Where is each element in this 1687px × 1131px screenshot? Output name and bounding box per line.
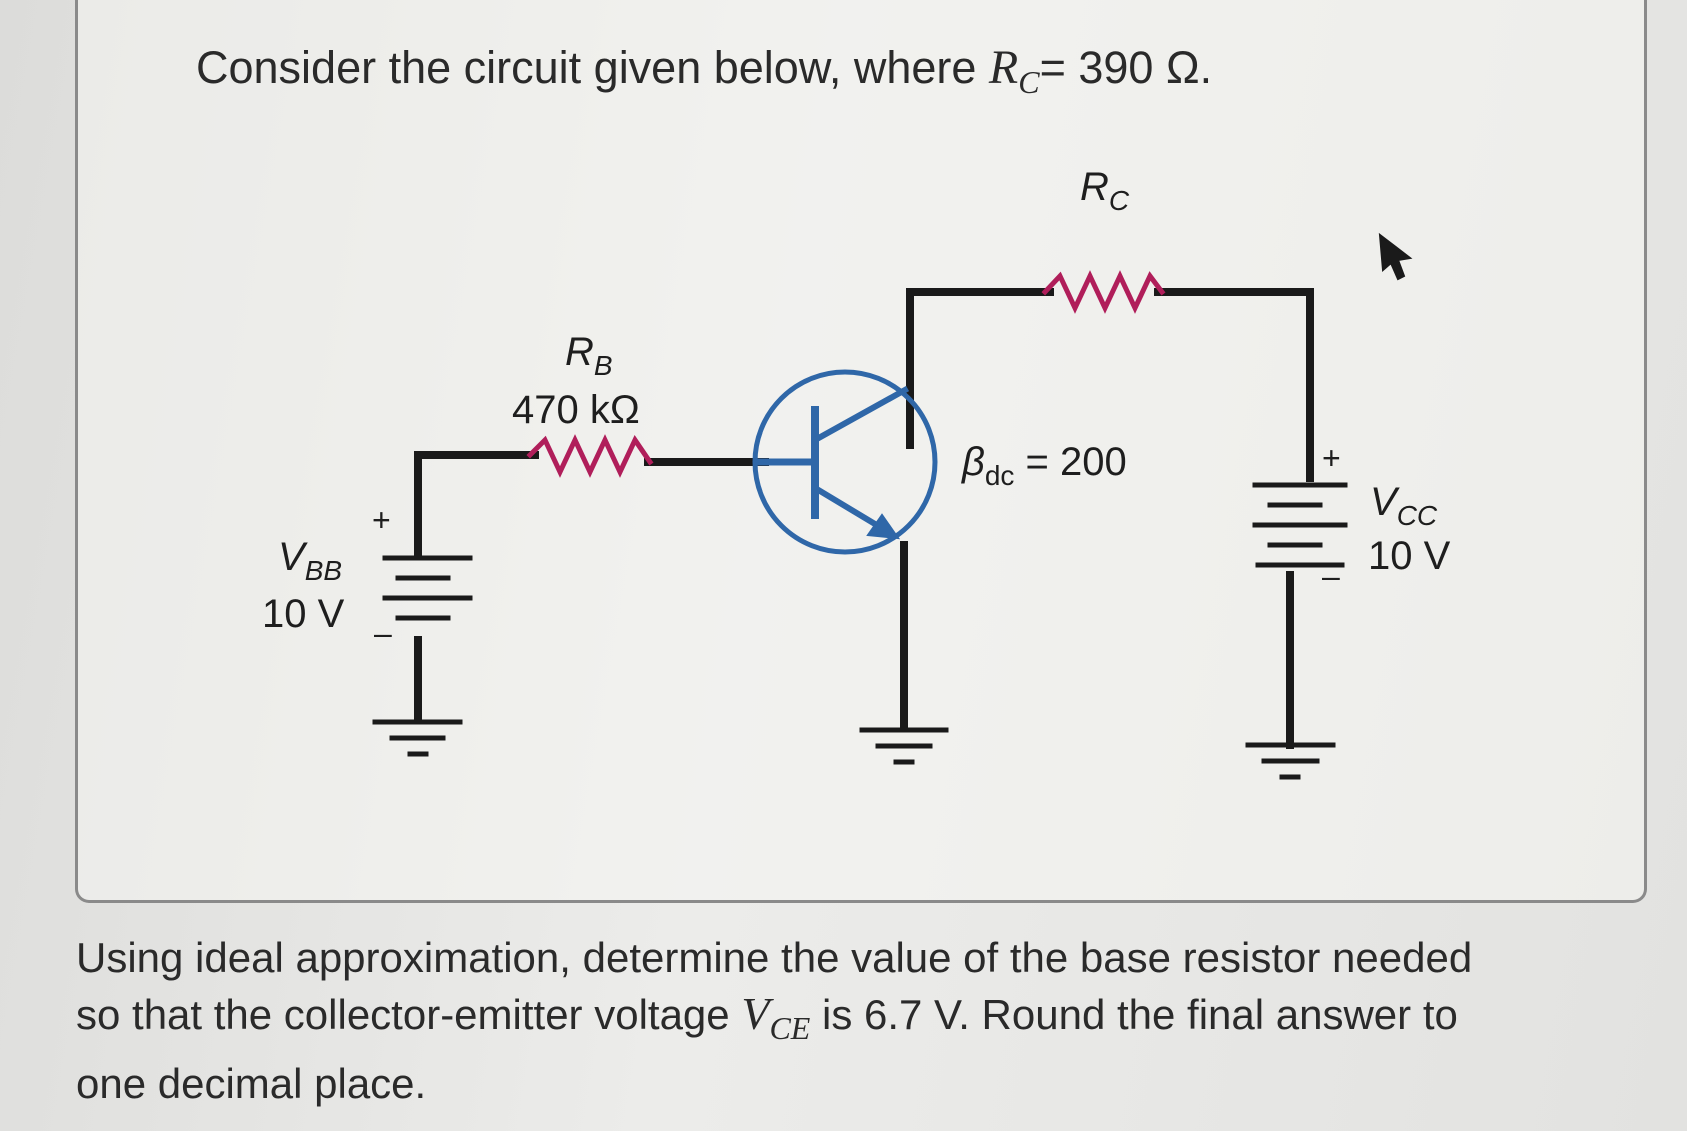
rb-label: RB — [565, 330, 613, 381]
question-line-2: so that the collector-emitter voltage VC… — [76, 988, 1458, 1046]
question-line-1: Using ideal approximation, determine the… — [76, 934, 1473, 981]
cursor-arrow-icon — [1378, 232, 1413, 281]
ground-emitter — [859, 727, 949, 765]
rc-label: RC — [1080, 165, 1130, 216]
vbb-minus: – — [374, 615, 392, 651]
question-intro: Consider the circuit given below, where … — [196, 40, 1212, 101]
resistor-rc — [1041, 270, 1166, 314]
intro-value: = 390 Ω. — [1039, 42, 1213, 93]
vcc-plus: + — [1322, 440, 1341, 476]
ground-vcc — [1245, 742, 1336, 780]
vcc-minus: – — [1322, 558, 1340, 594]
intro-text: Consider the circuit given below, where — [196, 42, 989, 93]
wire-vbb-top — [414, 451, 539, 559]
vbb-label: VBB — [278, 535, 343, 586]
beta-label: βdc = 200 — [962, 440, 1127, 491]
diagram-card — [75, 0, 1647, 903]
transistor-emitter — [810, 483, 885, 532]
question-line-3: one decimal place. — [76, 1060, 427, 1107]
emitter-arrow — [866, 513, 901, 540]
vbb-value: 10 V — [262, 592, 345, 636]
transistor-circle — [752, 369, 938, 555]
question-body: Using ideal approximation, determine the… — [76, 930, 1676, 1112]
wire-vcc-top — [1154, 288, 1314, 482]
rc-var: RC — [988, 41, 1040, 100]
vcc-value: 10 V — [1368, 534, 1451, 578]
vbb-plus: + — [372, 502, 391, 538]
resistor-rb — [526, 434, 654, 478]
transistor-collector — [810, 385, 910, 445]
wire-collector-top — [906, 288, 1054, 449]
vcc-label: VCC — [1370, 480, 1438, 531]
ground-vbb — [372, 719, 463, 757]
rb-value: 470 kΩ — [512, 388, 640, 432]
